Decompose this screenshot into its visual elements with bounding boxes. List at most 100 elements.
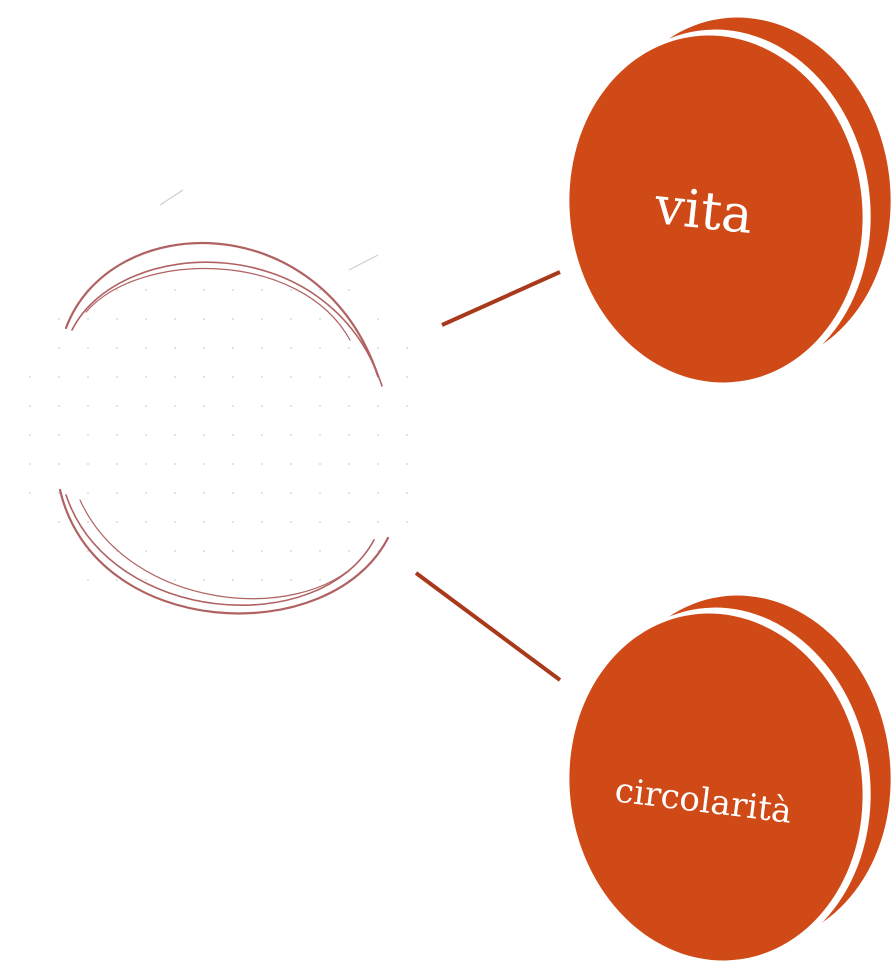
texture-dot — [145, 550, 147, 552]
texture-dot — [87, 405, 89, 407]
texture-dot — [319, 463, 321, 465]
texture-dot — [145, 521, 147, 523]
texture-dot — [116, 492, 118, 494]
texture-dot — [406, 405, 408, 407]
texture-dot — [87, 434, 89, 436]
texture-dot — [290, 463, 292, 465]
texture-dot — [319, 289, 321, 291]
texture-dot — [116, 347, 118, 349]
texture-dot — [29, 376, 31, 378]
texture-dot — [232, 289, 234, 291]
texture-dot — [261, 347, 263, 349]
texture-dot — [58, 376, 60, 378]
texture-dot — [145, 289, 147, 291]
texture-dot — [406, 492, 408, 494]
texture-dot — [58, 405, 60, 407]
texture-dot — [29, 463, 31, 465]
texture-dot — [174, 463, 176, 465]
texture-dot — [174, 289, 176, 291]
texture-dot — [29, 492, 31, 494]
texture-dot — [58, 347, 60, 349]
texture-dot — [145, 492, 147, 494]
texture-dot — [203, 289, 205, 291]
texture-dot — [261, 579, 263, 581]
texture-dot — [203, 521, 205, 523]
texture-dot — [377, 405, 379, 407]
texture-dot — [232, 434, 234, 436]
texture-dot — [290, 492, 292, 494]
texture-dot — [87, 347, 89, 349]
texture-dot — [232, 579, 234, 581]
texture-dot — [290, 289, 292, 291]
texture-dot — [203, 492, 205, 494]
texture-dot — [232, 376, 234, 378]
texture-dot — [406, 521, 408, 523]
texture-dot — [290, 550, 292, 552]
connector-line-bottom — [414, 571, 562, 682]
texture-dot — [377, 463, 379, 465]
texture-dot — [261, 376, 263, 378]
texture-dot — [116, 434, 118, 436]
texture-dot — [406, 434, 408, 436]
texture-dot — [58, 434, 60, 436]
texture-dot — [145, 318, 147, 320]
texture-dot — [290, 376, 292, 378]
texture-dot — [232, 550, 234, 552]
texture-dot — [174, 521, 176, 523]
texture-dot — [261, 318, 263, 320]
texture-dot — [406, 376, 408, 378]
texture-dot — [87, 492, 89, 494]
texture-dot — [319, 492, 321, 494]
node-label-vita: vita — [651, 176, 756, 246]
texture-dot — [377, 318, 379, 320]
texture-dot — [290, 434, 292, 436]
texture-dot — [319, 405, 321, 407]
texture-dot — [145, 376, 147, 378]
texture-dot — [319, 434, 321, 436]
texture-dot — [116, 405, 118, 407]
texture-dot — [145, 405, 147, 407]
texture-dot — [348, 347, 350, 349]
texture-dot — [348, 405, 350, 407]
texture-dot — [174, 376, 176, 378]
texture-dot — [232, 492, 234, 494]
texture-dot — [261, 405, 263, 407]
texture-dot — [145, 579, 147, 581]
texture-dot — [145, 434, 147, 436]
texture-dot — [116, 289, 118, 291]
texture-dot — [87, 463, 89, 465]
texture-dot — [290, 347, 292, 349]
texture-dot — [203, 434, 205, 436]
texture-dot — [145, 463, 147, 465]
texture-dot — [87, 318, 89, 320]
texture-dot — [290, 405, 292, 407]
texture-dot — [58, 521, 60, 523]
texture-dot — [377, 521, 379, 523]
texture-dot — [58, 318, 60, 320]
texture-dot — [319, 579, 321, 581]
pencil-strokes — [159, 189, 379, 271]
texture-dot — [290, 521, 292, 523]
texture-dot — [261, 550, 263, 552]
texture-dot — [232, 463, 234, 465]
texture-dot — [232, 405, 234, 407]
texture-dot — [203, 318, 205, 320]
texture-dot — [348, 521, 350, 523]
texture-dot — [406, 463, 408, 465]
texture-dot — [203, 405, 205, 407]
texture-dot — [87, 521, 89, 523]
texture-dot — [116, 463, 118, 465]
texture-dot — [174, 405, 176, 407]
texture-dot — [377, 492, 379, 494]
texture-dot — [290, 579, 292, 581]
texture-dot — [348, 492, 350, 494]
node-disc-circolarita: circolarità — [569, 595, 891, 963]
texture-dot — [116, 521, 118, 523]
texture-dot — [116, 376, 118, 378]
texture-dot — [348, 550, 350, 552]
texture-dot — [174, 347, 176, 349]
texture-dot — [377, 347, 379, 349]
texture-dot — [319, 550, 321, 552]
texture-dot — [261, 463, 263, 465]
